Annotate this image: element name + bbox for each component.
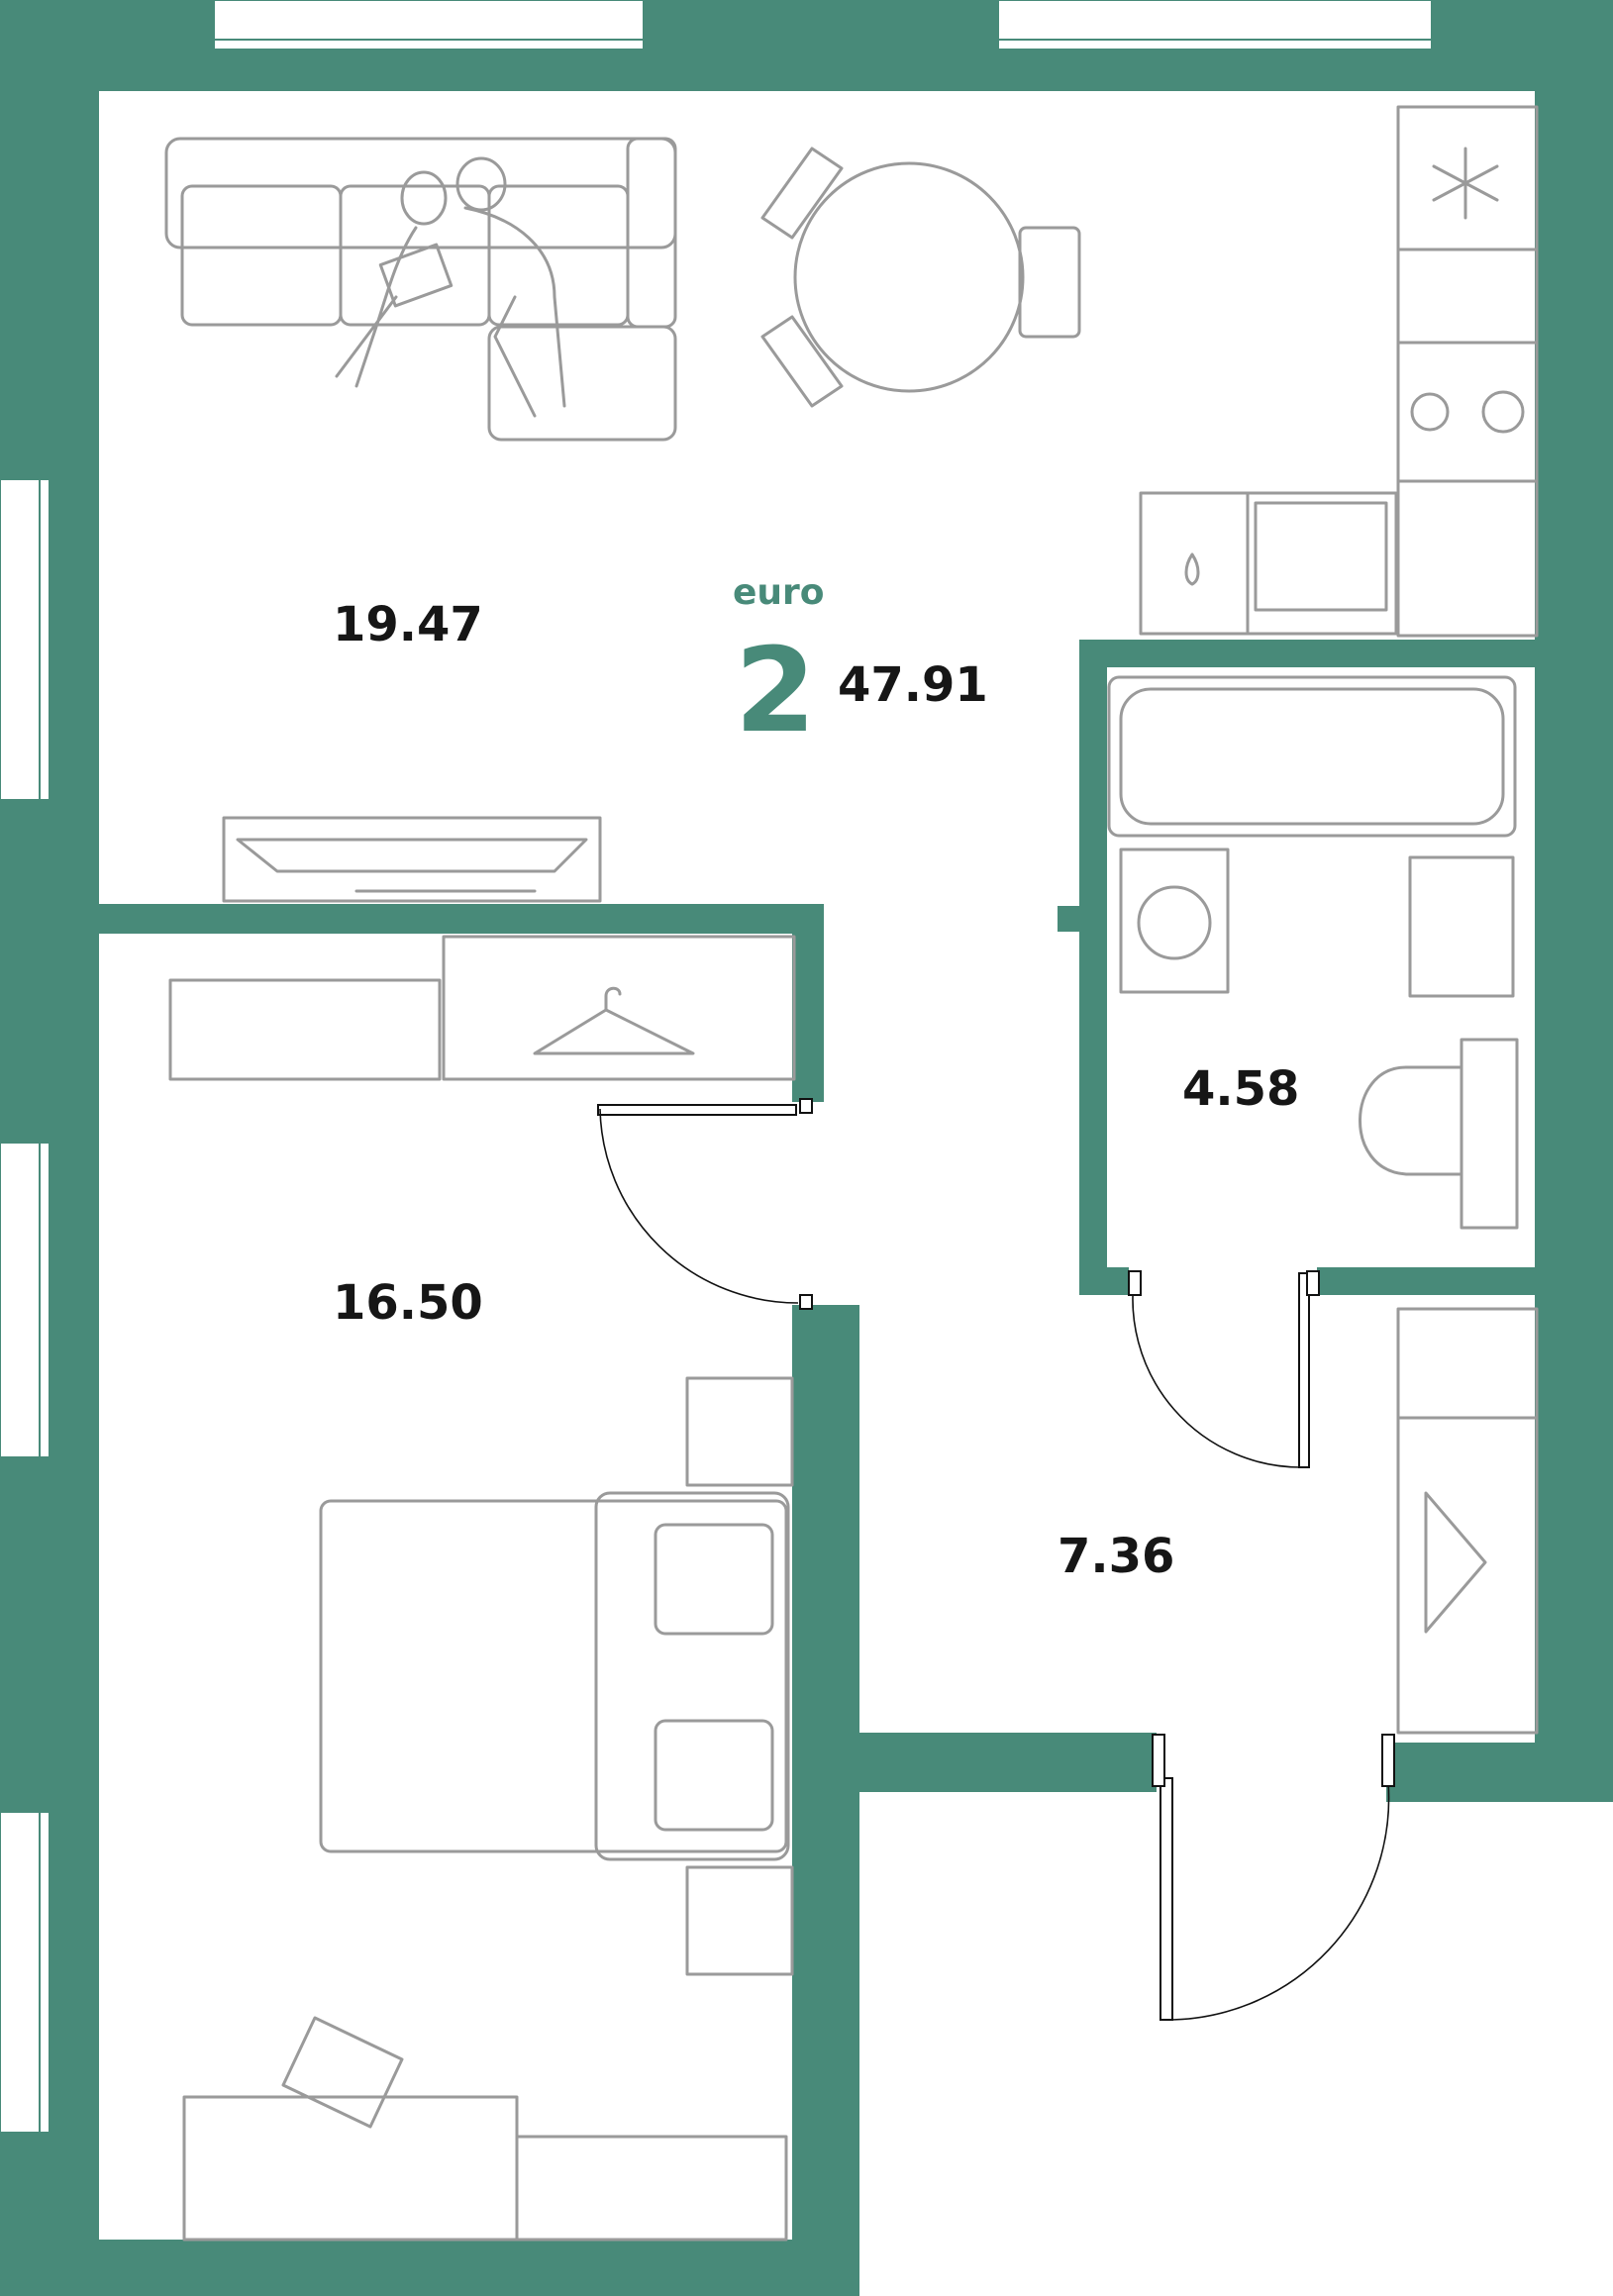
snowflake-icon (1432, 147, 1499, 220)
bathtub (1107, 675, 1517, 838)
room-area-bedroom: 16.50 (333, 1275, 483, 1331)
total-area: 47.91 (838, 657, 988, 713)
wardrobe-hallway (1396, 1307, 1539, 1735)
toilet (1359, 1038, 1519, 1230)
wardrobe-bedroom (168, 935, 796, 1081)
washing-machine (1119, 848, 1230, 994)
dining-table (760, 147, 1081, 408)
kitchen (1139, 105, 1539, 638)
sofa (164, 137, 677, 442)
bed (319, 1491, 790, 1861)
apartment-type-label: euro (733, 572, 825, 613)
room-area-bathroom: 4.58 (1182, 1061, 1300, 1117)
doors (597, 1098, 1395, 2021)
people-illustration (335, 156, 566, 418)
nightstands (685, 1376, 794, 1976)
windows (0, 0, 1433, 2134)
room-area-living-kitchen: 19.47 (333, 597, 483, 652)
room-area-hallway: 7.36 (1058, 1529, 1175, 1584)
desk (182, 2016, 788, 2242)
tv-stand (222, 816, 602, 903)
rooms-count: 2 (735, 622, 817, 758)
sink (1408, 855, 1515, 998)
